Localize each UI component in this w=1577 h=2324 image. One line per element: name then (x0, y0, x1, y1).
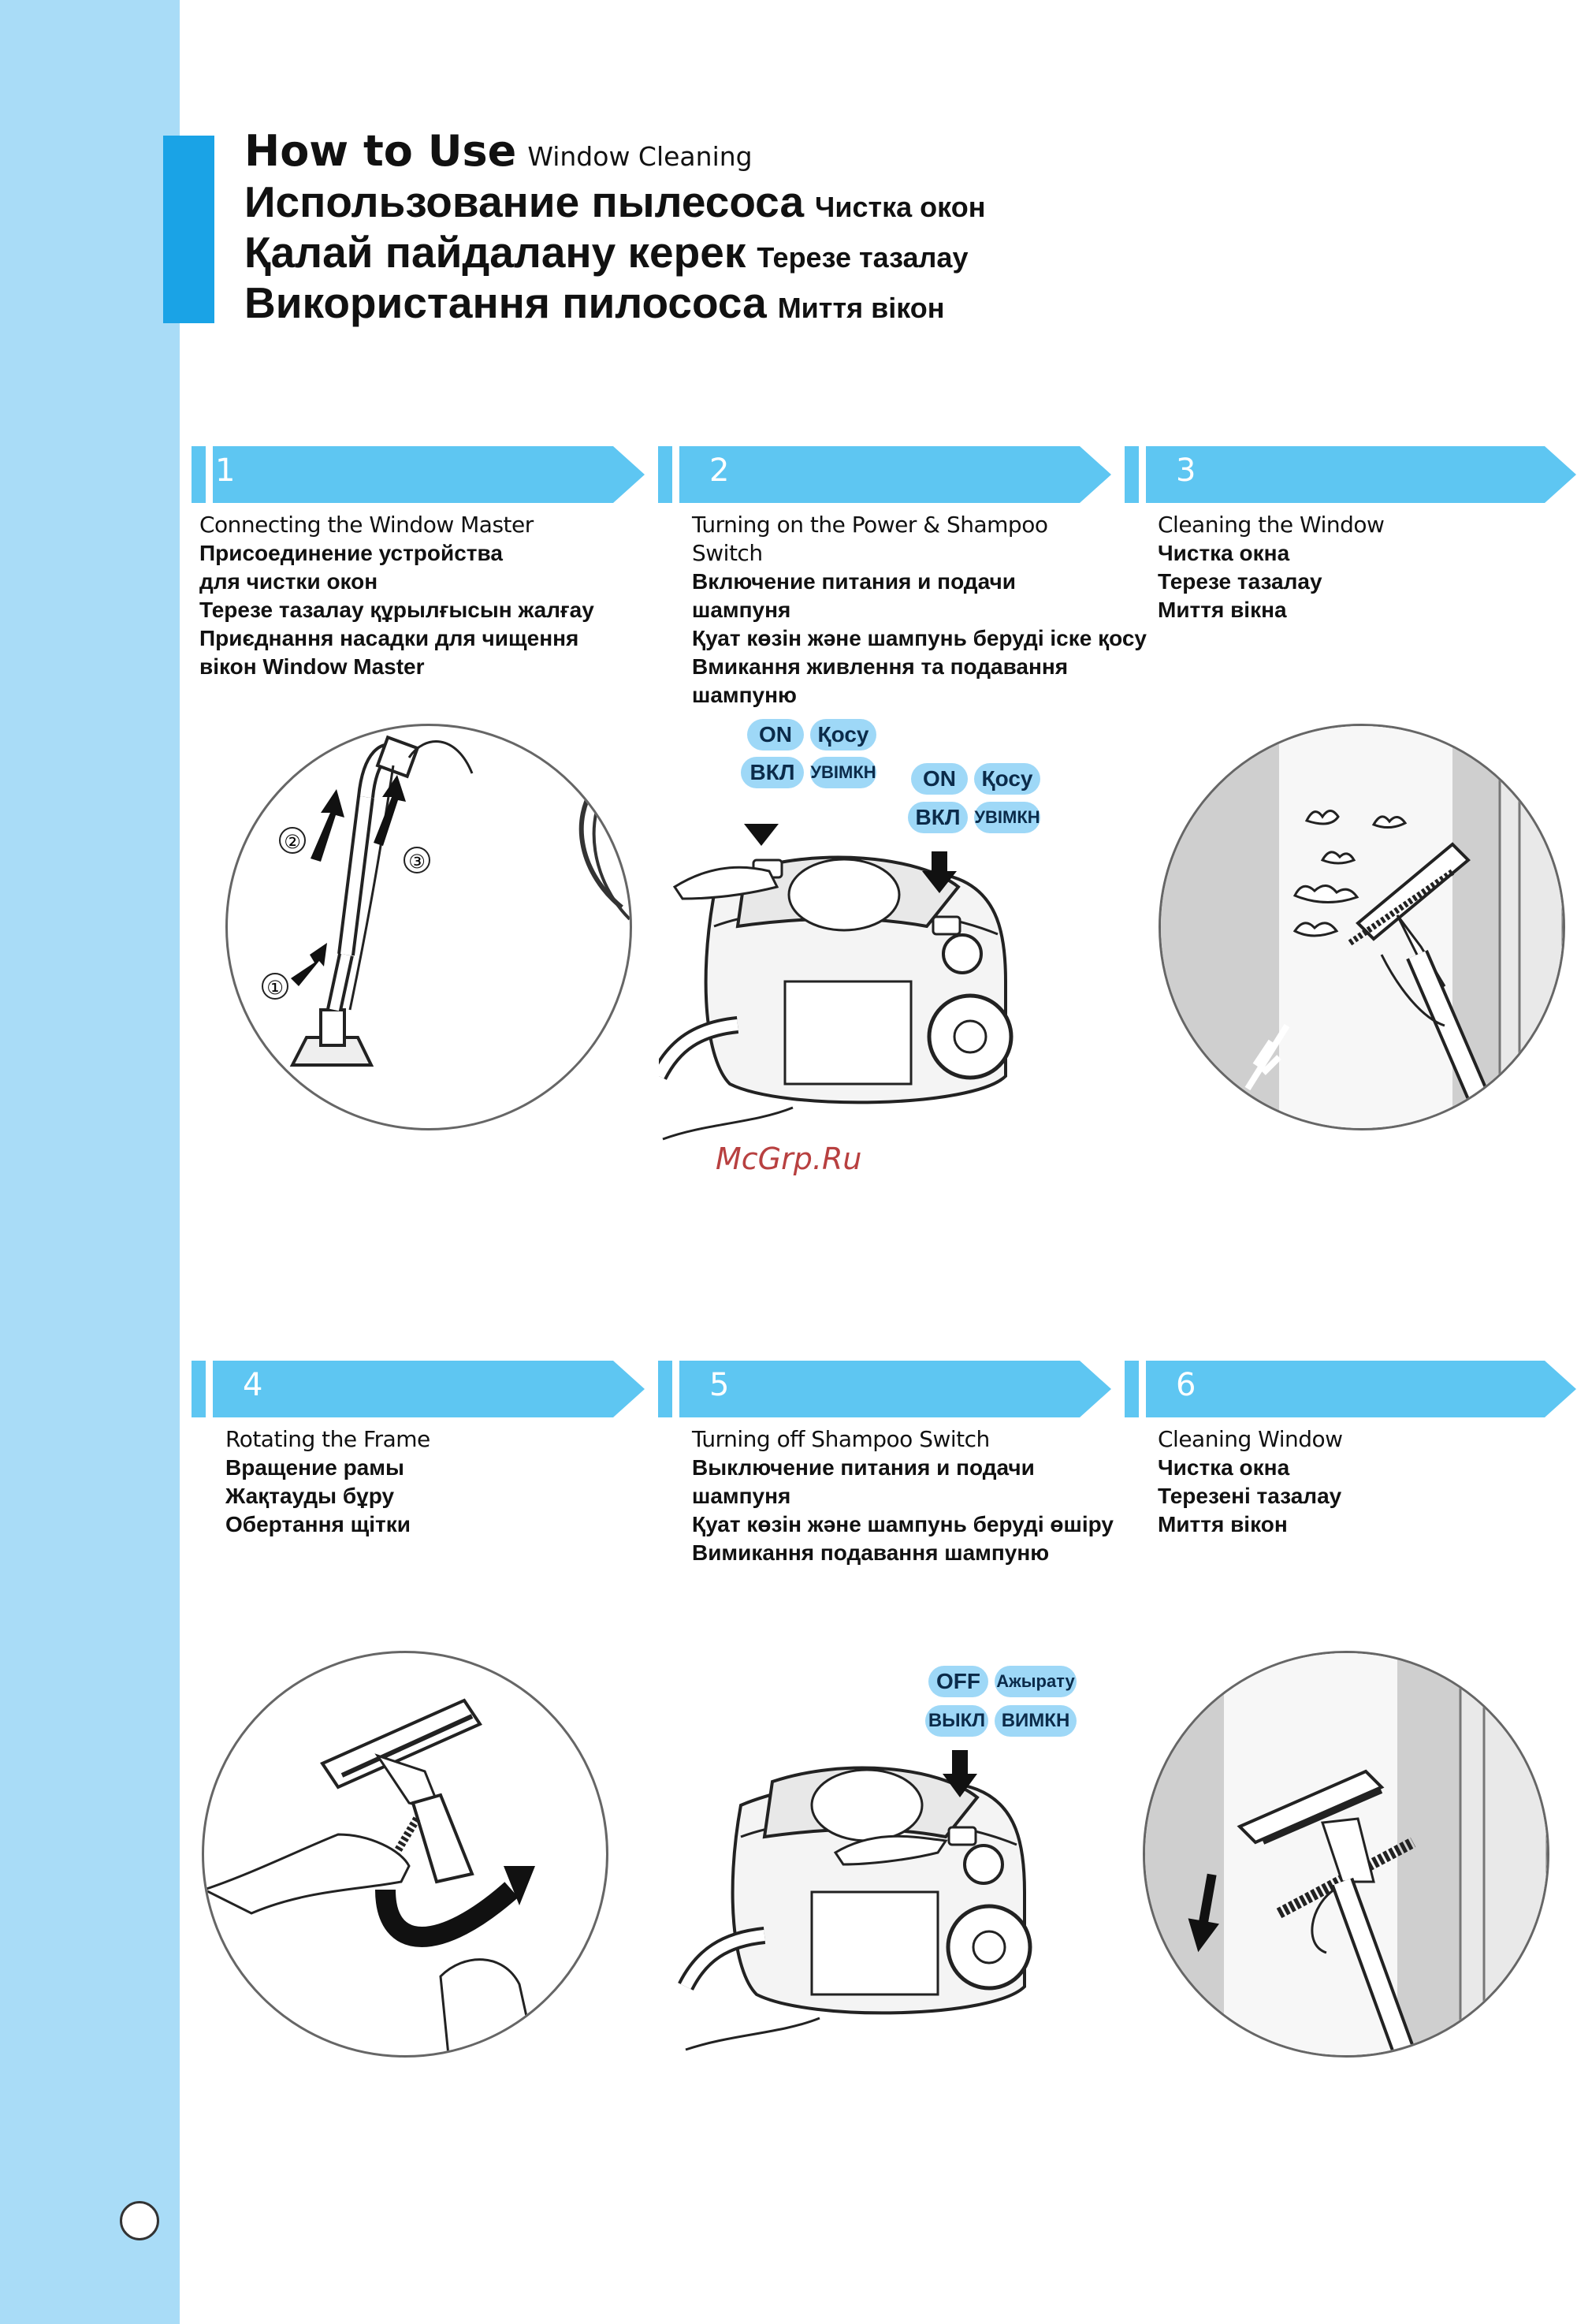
title-sub-ua: Миття вікон (777, 292, 945, 324)
switch-on-ua-label-2: УВІМКН (974, 802, 1040, 833)
step-2-line-ua-1: Вмикання живлення та подавання (692, 654, 1069, 679)
step-5-line-ru-1: Выключение питания и подачи (692, 1455, 1035, 1480)
step-1-line-en: Connecting the Window Master (199, 512, 534, 538)
marker-3: ③ (408, 851, 426, 873)
step-5-line-ua: Вимикання подавання шампуню (692, 1540, 1050, 1565)
title-line-kz: Қалай пайдалану керек Терезе тазалау (244, 227, 1426, 277)
title-sub-ru: Чистка окон (815, 191, 986, 223)
step-1-header: 1 (192, 446, 645, 503)
switch-off-label: OFF (928, 1666, 988, 1697)
title-main-kz: Қалай пайдалану керек (244, 228, 746, 277)
step-3-line-en: Cleaning the Window (1158, 512, 1385, 538)
step-5-illustration (678, 1734, 1088, 2065)
step-3-line-ru: Чистка окна (1158, 541, 1290, 565)
step-1-line-ru-2: для чистки окон (199, 569, 378, 594)
left-sidebar-band (0, 0, 180, 2324)
title-main-ru: Использование пылесоса (244, 177, 805, 226)
switch-off-kz-label: Ажырату (995, 1666, 1077, 1697)
step-3-illustration (1159, 724, 1565, 1130)
step-2-line-ua-2: шампуню (692, 683, 797, 707)
step-3-line-ua: Миття вікна (1158, 598, 1287, 622)
switch-on-kz-label: Қосу (810, 719, 876, 750)
title-accent-bar (163, 136, 214, 323)
title-line-en: How to Use Window Cleaning (244, 126, 1426, 177)
step-1-illustration: ① ② ③ (225, 724, 632, 1130)
step-4-line-en: Rotating the Frame (225, 1426, 430, 1452)
step-1-line-kz: Терезе тазалау құрылғысын жалғау (199, 598, 594, 622)
step-2-number: 2 (709, 453, 730, 489)
step-6-line-kz: Терезені тазалау (1158, 1484, 1342, 1508)
switch-off-ru-label: ВЫКЛ (925, 1705, 988, 1737)
switch-on-kz-label-2: Қосу (974, 763, 1040, 795)
step-2-line-kz: Қуат көзін және шампунь беруді іске қосу (692, 626, 1147, 650)
step-4-line-kz: Жақтауды бұру (225, 1484, 395, 1508)
page-title: How to Use Window Cleaning Использование … (244, 126, 1426, 328)
marker-1: ① (266, 977, 284, 999)
step-3-header: 3 (1125, 446, 1576, 503)
switch-on-label-2: ON (911, 763, 968, 795)
step-5-text: Turning off Shampoo Switch Выключение пи… (692, 1425, 1149, 1567)
step-6-line-ua: Миття вікон (1158, 1512, 1288, 1536)
step-4-line-ru: Вращение рамы (225, 1455, 404, 1480)
step-6-text: Cleaning Window Чистка окна Терезені таз… (1158, 1425, 1577, 1539)
step-5-line-kz: Қуат көзін және шампунь беруді өшіру (692, 1512, 1114, 1536)
step-3-line-kz: Терезе тазалау (1158, 569, 1322, 594)
title-line-ru: Использование пылесоса Чистка окон (244, 177, 1426, 227)
step-2-header: 2 (658, 446, 1111, 503)
step-1-line-ua-1: Приєднання насадки для чищення (199, 626, 579, 650)
step-2-line-ru-2: шампуня (692, 598, 791, 622)
switch-on-ru-label: ВКЛ (741, 757, 804, 788)
step-1-text: Connecting the Window Master Присоединен… (199, 511, 656, 681)
title-sub-kz: Терезе тазалау (757, 241, 969, 274)
step-3-number: 3 (1176, 453, 1196, 489)
step-4-number: 4 (243, 1367, 263, 1403)
step-2-illustration (651, 808, 1100, 1155)
step-6-number: 6 (1176, 1367, 1196, 1403)
step-1-number: 1 (215, 453, 236, 489)
step-3-text: Cleaning the Window Чистка окна Терезе т… (1158, 511, 1577, 624)
step-5-header: 5 (658, 1361, 1111, 1417)
step-1-line-ru-1: Присоединение устройства (199, 541, 503, 565)
step-2-line-en-2: Switch (692, 540, 763, 566)
title-sub-en: Window Cleaning (527, 141, 753, 172)
step-4-line-ua: Обертання щітки (225, 1512, 411, 1536)
step-4-text: Rotating the Frame Вращение рамы Жақтауд… (225, 1425, 682, 1539)
switch-on-ru-label-2: ВКЛ (908, 802, 968, 833)
watermark: McGrp.Ru (716, 1142, 862, 1176)
step-6-header: 6 (1125, 1361, 1576, 1417)
title-main-en: How to Use (244, 126, 517, 176)
step-2-line-en-1: Turning on the Power & Shampoo (692, 512, 1048, 538)
step-1-line-ua-2: вікон Window Master (199, 654, 425, 679)
step-5-number: 5 (709, 1367, 730, 1403)
step-6-line-en: Cleaning Window (1158, 1426, 1343, 1452)
step-2-line-ru-1: Включение питания и подачи (692, 569, 1016, 594)
marker-2: ② (284, 831, 301, 853)
title-line-ua: Використання пилососа Миття вікон (244, 277, 1426, 328)
step-2-text: Turning on the Power & Shampoo Switch Вк… (692, 511, 1149, 709)
switch-off-ua-label: ВИМКН (995, 1705, 1077, 1737)
step-4-header: 4 (192, 1361, 645, 1417)
page-number-circle (120, 2201, 159, 2240)
step-6-illustration (1143, 1651, 1549, 2058)
step-5-line-ru-2: шампуня (692, 1484, 791, 1508)
step-4-illustration (202, 1651, 608, 2058)
step-5-line-en: Turning off Shampoo Switch (692, 1426, 990, 1452)
title-main-ua: Використання пилососа (244, 278, 767, 327)
switch-on-label: ON (747, 719, 804, 750)
switch-on-ua-label: УВІМКН (810, 757, 876, 788)
step-6-line-ru: Чистка окна (1158, 1455, 1290, 1480)
